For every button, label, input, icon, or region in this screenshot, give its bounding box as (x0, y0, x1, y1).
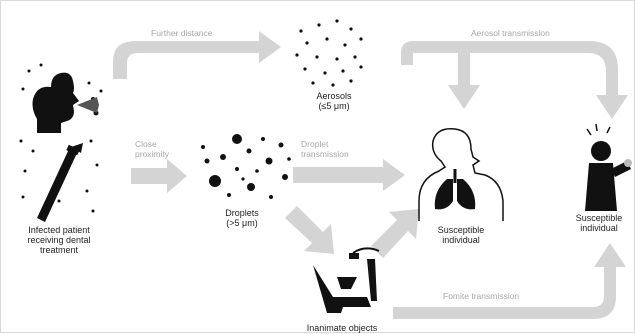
sneezing-head-icon (32, 72, 99, 133)
dental-handpiece-icon (37, 143, 83, 222)
aerosol-transmission-arrow (401, 41, 628, 119)
aerosols-label: Aerosols (316, 91, 352, 101)
patient-particles (19, 63, 103, 213)
susceptible-individual-center-label: Susceptible individual (437, 225, 485, 245)
lungs-icon (418, 128, 504, 221)
inanimate-objects-label: Inanimate objects (306, 323, 378, 333)
droplets-to-objects-arrow (285, 206, 334, 254)
susceptible-individual-right-label: Susceptible individual (575, 213, 623, 233)
further-distance-label: Further distance (151, 28, 213, 38)
close-proximity-arrow (131, 159, 187, 193)
droplets-label: Droplets (225, 208, 259, 218)
aerosol-transmission-label: Aerosol transmission (471, 28, 550, 38)
aerosols-size-label: (≤5 μm) (318, 101, 350, 111)
flow-arrows (113, 31, 628, 319)
dental-chair-icon (313, 247, 380, 313)
fomite-transmission-label: Fomite transmission (443, 291, 520, 301)
coughing-person-icon (585, 123, 632, 211)
infected-patient-label: Infected patient receiving dental treatm… (27, 225, 91, 255)
close-proximity-label: Close proximity (135, 139, 170, 159)
droplet-particles (201, 134, 291, 199)
objects-to-individual-arrow (371, 209, 419, 258)
droplet-transmission-arrow (293, 159, 405, 191)
droplets-size-label: (>5 μm) (226, 218, 258, 228)
fomite-transmission-arrow (393, 243, 626, 319)
aerosol-particles (295, 19, 363, 87)
droplet-transmission-label: Droplet transmission (301, 139, 349, 159)
further-distance-arrow (113, 31, 281, 79)
